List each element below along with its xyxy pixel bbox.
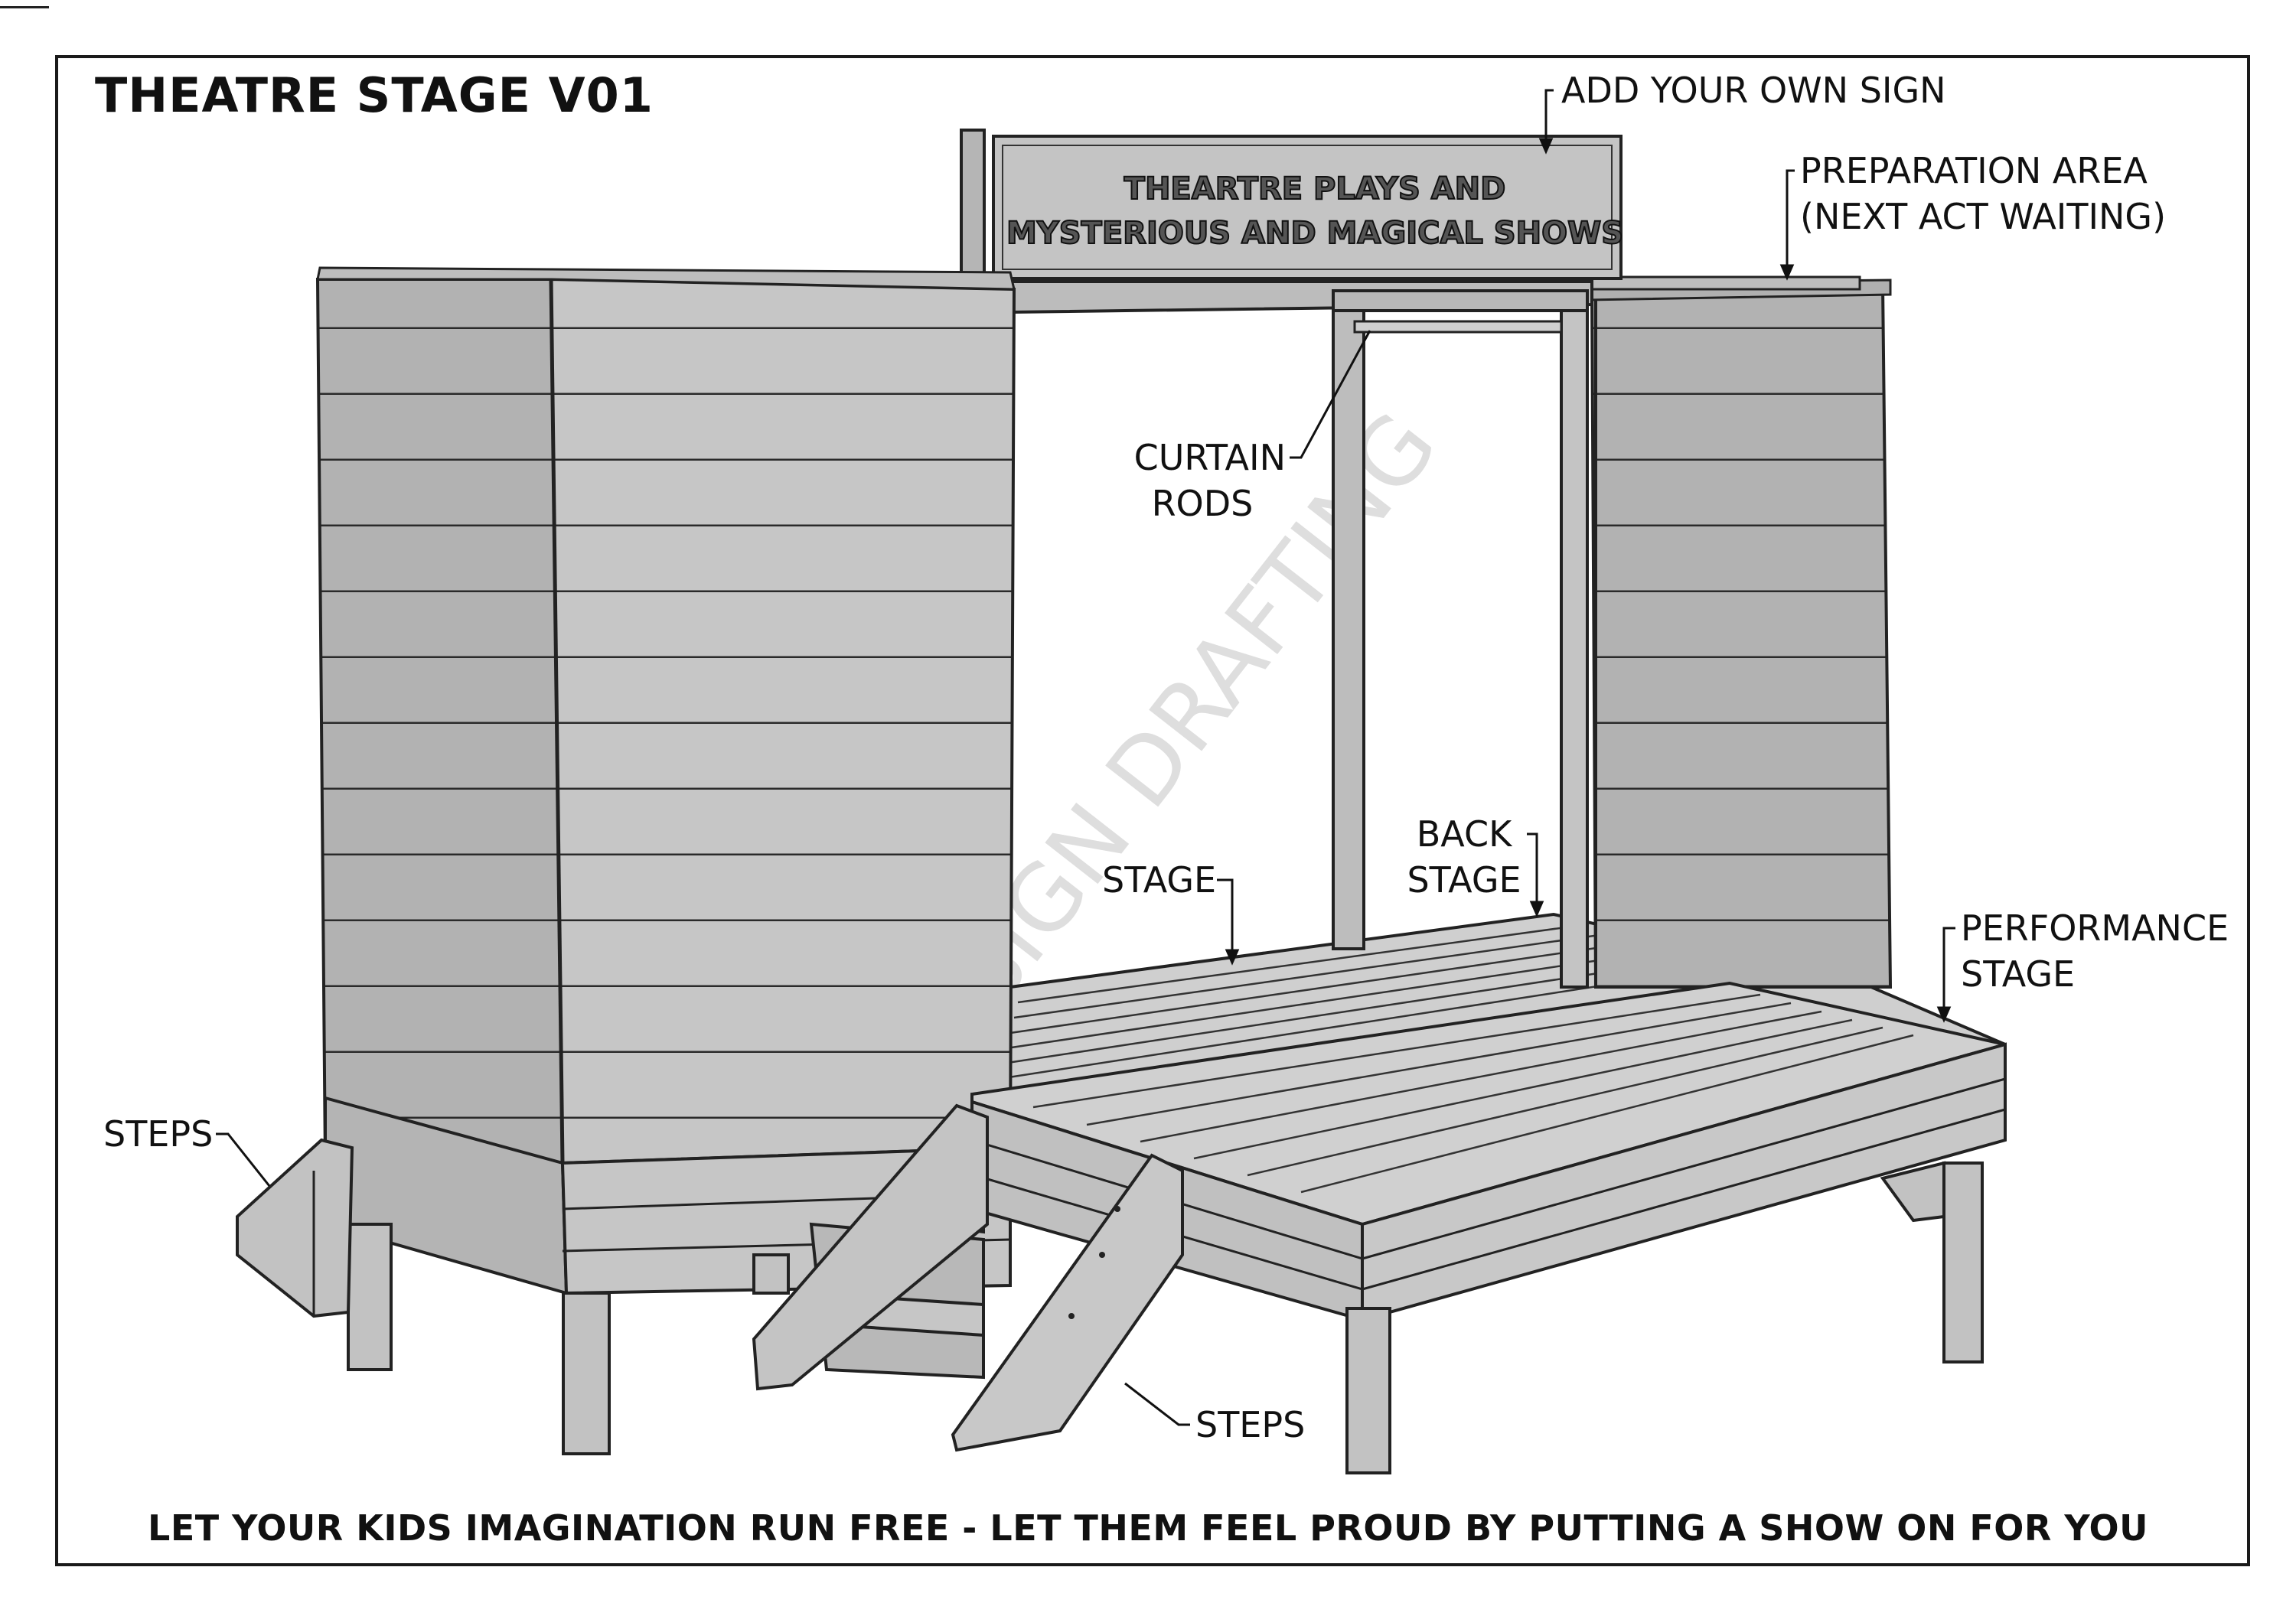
footer-tagline: LET YOUR KIDS IMAGINATION RUN FREE - LET… bbox=[148, 1507, 2148, 1549]
performance-deck bbox=[970, 981, 2007, 1322]
callout-steps-left-text: STEPS bbox=[103, 1113, 214, 1155]
callout-preparation-area: PREPARATION AREA (NEXT ACT WAITING) bbox=[1800, 148, 2166, 239]
callout-back-stage: BACK STAGE bbox=[1407, 811, 1521, 903]
callout-back-line1: BACK bbox=[1416, 813, 1512, 855]
callout-prep-line2: (NEXT ACT WAITING) bbox=[1800, 196, 2167, 237]
callout-steps-bottom: STEPS bbox=[1195, 1402, 1305, 1448]
front-steps bbox=[752, 1103, 1184, 1452]
callout-steps-bottom-text: STEPS bbox=[1195, 1404, 1306, 1445]
curtain-frame bbox=[1332, 289, 1589, 989]
drawing-frame bbox=[55, 55, 2250, 1566]
left-wall-legs bbox=[347, 1223, 790, 1455]
deck-legs bbox=[1345, 1161, 1984, 1474]
callout-prep-line1: PREPARATION AREA bbox=[1800, 150, 2148, 191]
callout-back-line2: STAGE bbox=[1407, 859, 1521, 901]
callout-performance-stage: PERFORMANCE STAGE bbox=[1961, 905, 2229, 997]
callout-performance-line2: STAGE bbox=[1961, 953, 2076, 995]
left-steps bbox=[236, 1138, 354, 1318]
callout-add-sign: ADD YOUR OWN SIGN bbox=[1561, 67, 1946, 113]
callout-steps-left: STEPS bbox=[103, 1111, 213, 1157]
sign-board: THEARTRE PLAYS AND MYSTERIOUS AND MAGICA… bbox=[960, 129, 1624, 292]
page-title: THEATRE STAGE V01 bbox=[95, 67, 654, 123]
callout-curtain-line2: RODS bbox=[1151, 483, 1254, 524]
callout-stage-text: STAGE bbox=[1102, 859, 1217, 901]
leader-lines bbox=[216, 89, 1955, 1426]
sign-text-line1: THEARTRE PLAYS AND bbox=[1124, 171, 1506, 207]
callout-add-sign-text: ADD YOUR OWN SIGN bbox=[1561, 70, 1946, 111]
callout-stage: STAGE bbox=[1102, 857, 1216, 903]
sign-text-line2: MYSTERIOUS AND MAGICAL SHOWS bbox=[1006, 216, 1623, 251]
curtain-rod bbox=[1353, 320, 1563, 334]
left-wall bbox=[315, 266, 1016, 1295]
corner-mark bbox=[0, 0, 49, 8]
right-wall bbox=[1587, 279, 1893, 989]
callout-curtain-rods: CURTAIN RODS bbox=[1119, 435, 1286, 526]
callout-performance-line1: PERFORMANCE bbox=[1961, 907, 2229, 949]
callout-curtain-line1: CURTAIN bbox=[1133, 437, 1286, 478]
